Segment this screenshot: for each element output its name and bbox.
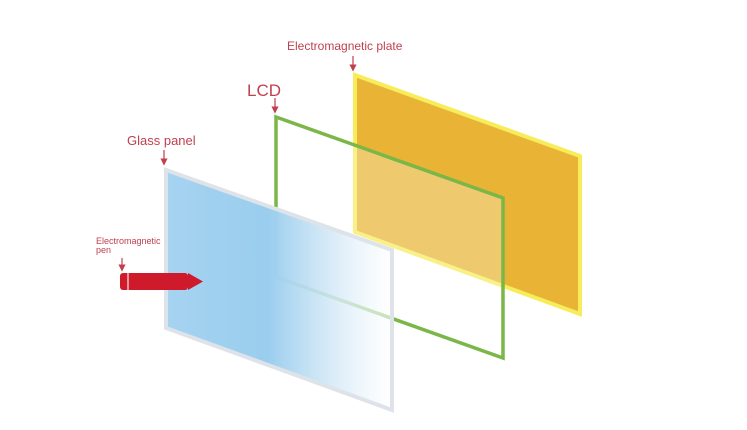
- label-lcd: LCD: [247, 81, 281, 100]
- label-electromagnetic-pen-2: pen: [96, 245, 111, 255]
- label-electromagnetic-plate: Electromagnetic plate: [287, 39, 403, 53]
- electromagnetic-pen: [120, 273, 203, 290]
- label-glass-panel: Glass panel: [127, 133, 196, 148]
- label-electromagnetic-pen: Electromagnetic: [96, 236, 161, 246]
- electromagnetic-plate: [353, 72, 582, 317]
